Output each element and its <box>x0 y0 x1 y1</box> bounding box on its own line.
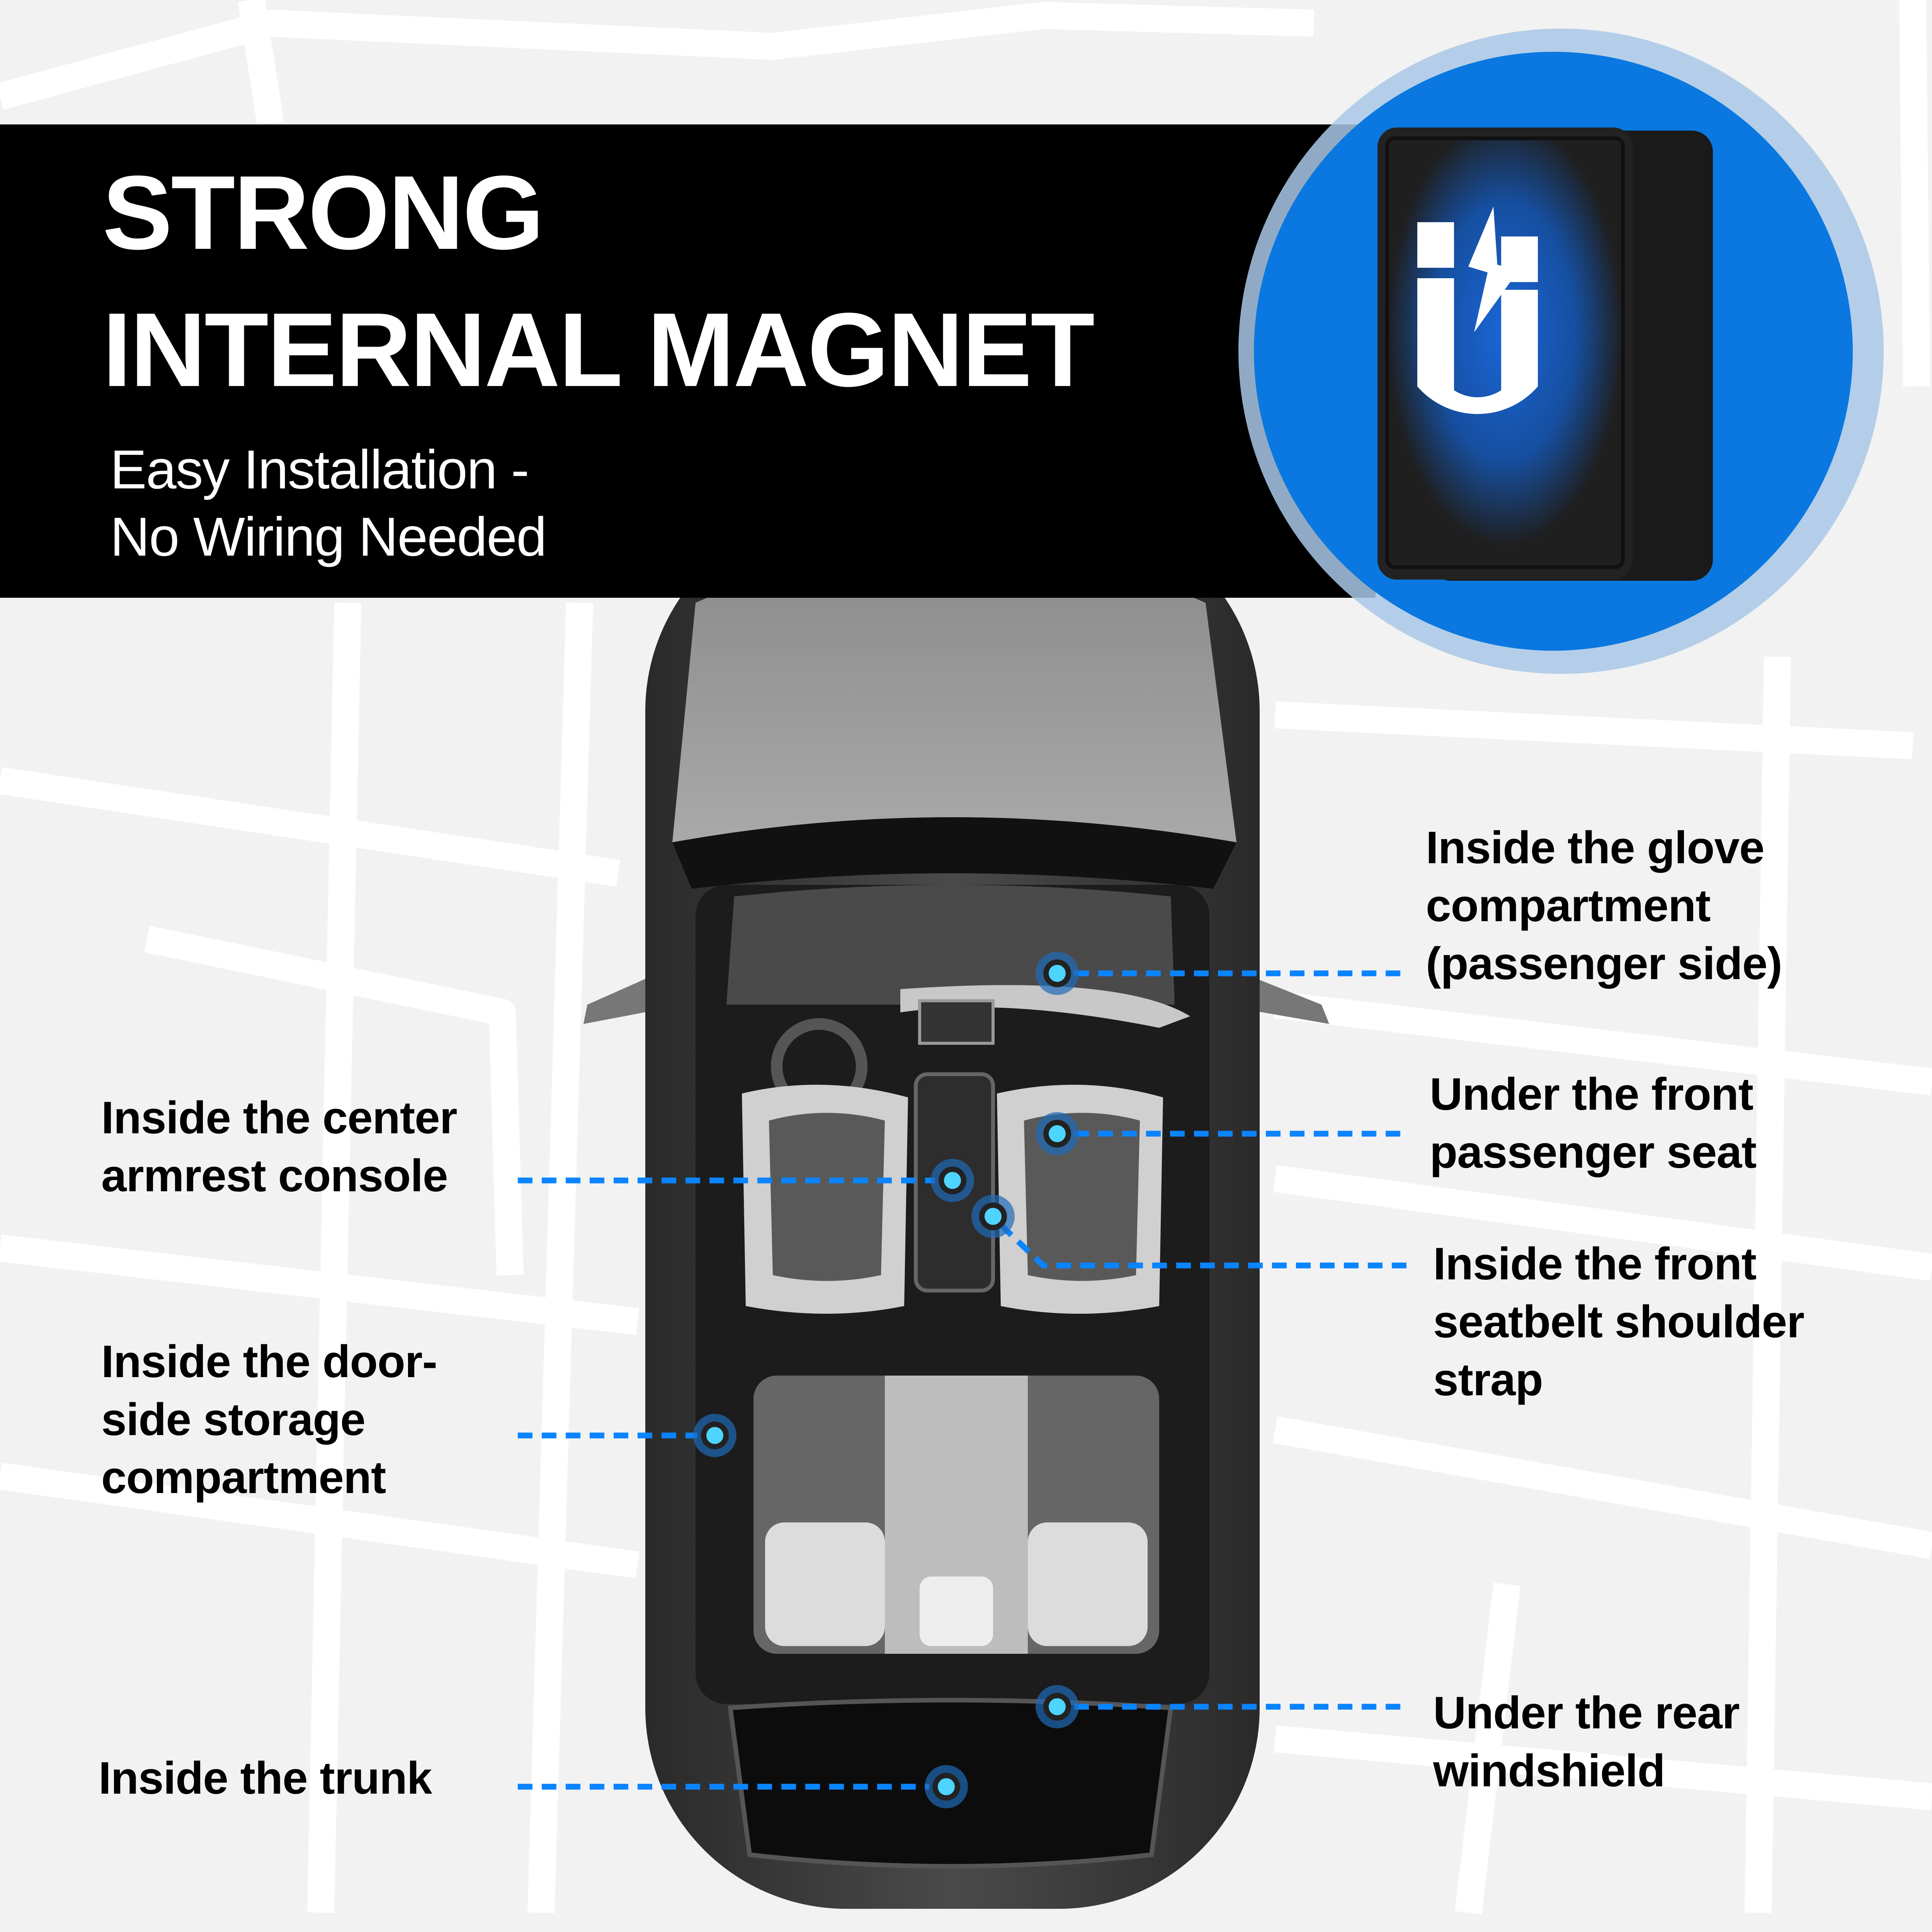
marker-rear-windshield <box>1036 1685 1079 1728</box>
label-line: (passenger side) <box>1426 938 1782 989</box>
label-line: Under the front <box>1430 1069 1753 1120</box>
marker-armrest <box>931 1159 974 1202</box>
label-front-passenger-seat: Under the front passenger seat <box>1430 1065 1757 1181</box>
label-line: Inside the center <box>101 1092 457 1143</box>
header-banner <box>0 124 1376 598</box>
subtitle-line-2: No Wiring Needed <box>110 506 547 568</box>
label-line: side storage <box>101 1394 366 1445</box>
label-line: armrest console <box>101 1150 448 1201</box>
label-line: Inside the door- <box>101 1336 437 1387</box>
location-markers <box>693 952 1079 1808</box>
label-line: passenger seat <box>1430 1127 1757 1178</box>
label-line: Inside the trunk <box>99 1753 432 1804</box>
car-top-view <box>583 510 1329 1909</box>
label-door-storage: Inside the door- side storage compartmen… <box>101 1333 437 1507</box>
label-line: seatbelt shoulder <box>1433 1296 1804 1347</box>
label-line: windshield <box>1433 1745 1665 1796</box>
label-seatbelt-strap: Inside the front seatbelt shoulder strap <box>1433 1235 1804 1409</box>
label-line: Inside the front <box>1433 1238 1757 1289</box>
label-trunk: Inside the trunk <box>99 1749 432 1807</box>
marker-front-seat <box>1036 1112 1079 1155</box>
marker-seatbelt <box>971 1195 1015 1238</box>
label-line: compartment <box>101 1452 386 1503</box>
leader-line-seatbelt <box>998 1223 1411 1269</box>
marker-door <box>693 1414 736 1457</box>
marker-glove <box>1036 952 1079 995</box>
title-line-2: INTERNAL MAGNET <box>102 291 1095 408</box>
label-center-armrest: Inside the center armrest console <box>101 1089 457 1205</box>
marker-trunk <box>925 1765 968 1808</box>
label-line: Inside the glove <box>1426 822 1765 873</box>
leader-lines <box>518 970 1411 1790</box>
title-line-1: STRONG <box>102 154 544 271</box>
label-line: Under the rear <box>1433 1687 1740 1738</box>
label-glove-compartment: Inside the glove compartment (passenger … <box>1426 819 1782 993</box>
label-rear-windshield: Under the rear windshield <box>1433 1684 1740 1800</box>
magnet-lightning-icon <box>1417 207 1538 414</box>
label-line: strap <box>1433 1354 1543 1405</box>
label-line: compartment <box>1426 880 1711 931</box>
subtitle-line-1: Easy Installation - <box>110 439 529 500</box>
